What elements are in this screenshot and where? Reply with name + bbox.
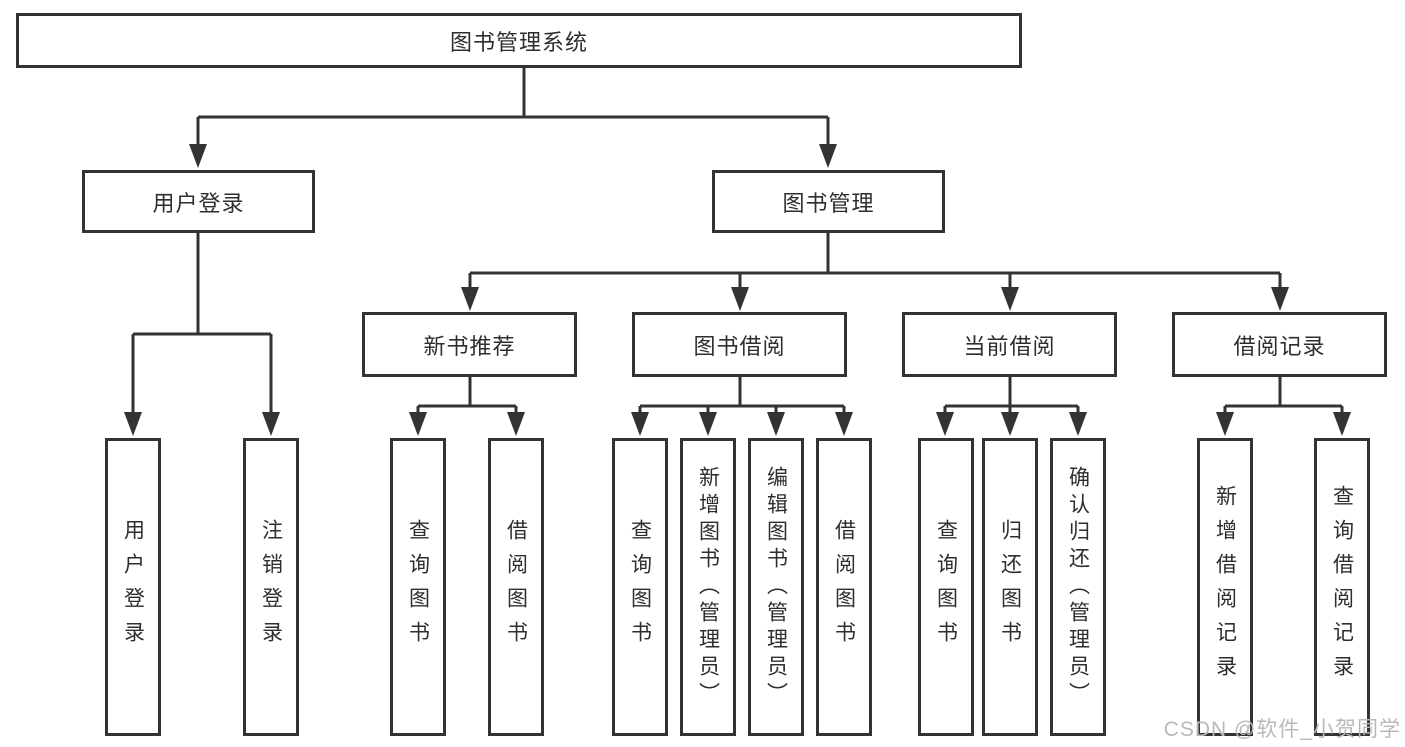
arrowheads: [124, 144, 1351, 436]
leaf-borrow-books-recommend: 借阅图书: [488, 438, 544, 736]
leaf-query-books-recommend: 查询图书: [390, 438, 446, 736]
watermark: CSDN @软件_小贺同学: [1163, 718, 1401, 741]
node-book-management: 图书管理: [712, 170, 945, 233]
leaf-add-books-admin: 新增图书（管理员）: [680, 438, 736, 736]
node-new-book-recommend: 新书推荐: [362, 312, 577, 377]
node-library-system: 图书管理系统: [16, 13, 1022, 68]
leaf-borrow-books-borrowing: 借阅图书: [816, 438, 872, 736]
node-user-login: 用户登录: [82, 170, 315, 233]
leaf-query-borrow-record: 查询借阅记录: [1314, 438, 1370, 736]
leaf-query-books-borrowing: 查询图书: [612, 438, 668, 736]
leaf-edit-books-admin: 编辑图书（管理员）: [748, 438, 804, 736]
leaf-logout: 注销登录: [243, 438, 299, 736]
node-current-borrowing: 当前借阅: [902, 312, 1117, 377]
leaf-user-login: 用户登录: [105, 438, 161, 736]
leaf-confirm-return-admin: 确认归还（管理员）: [1050, 438, 1106, 736]
node-borrowing-records: 借阅记录: [1172, 312, 1387, 377]
leaf-return-books: 归还图书: [982, 438, 1038, 736]
leaf-query-books-current: 查询图书: [918, 438, 974, 736]
node-book-borrowing: 图书借阅: [632, 312, 847, 377]
leaf-add-borrow-record: 新增借阅记录: [1197, 438, 1253, 736]
